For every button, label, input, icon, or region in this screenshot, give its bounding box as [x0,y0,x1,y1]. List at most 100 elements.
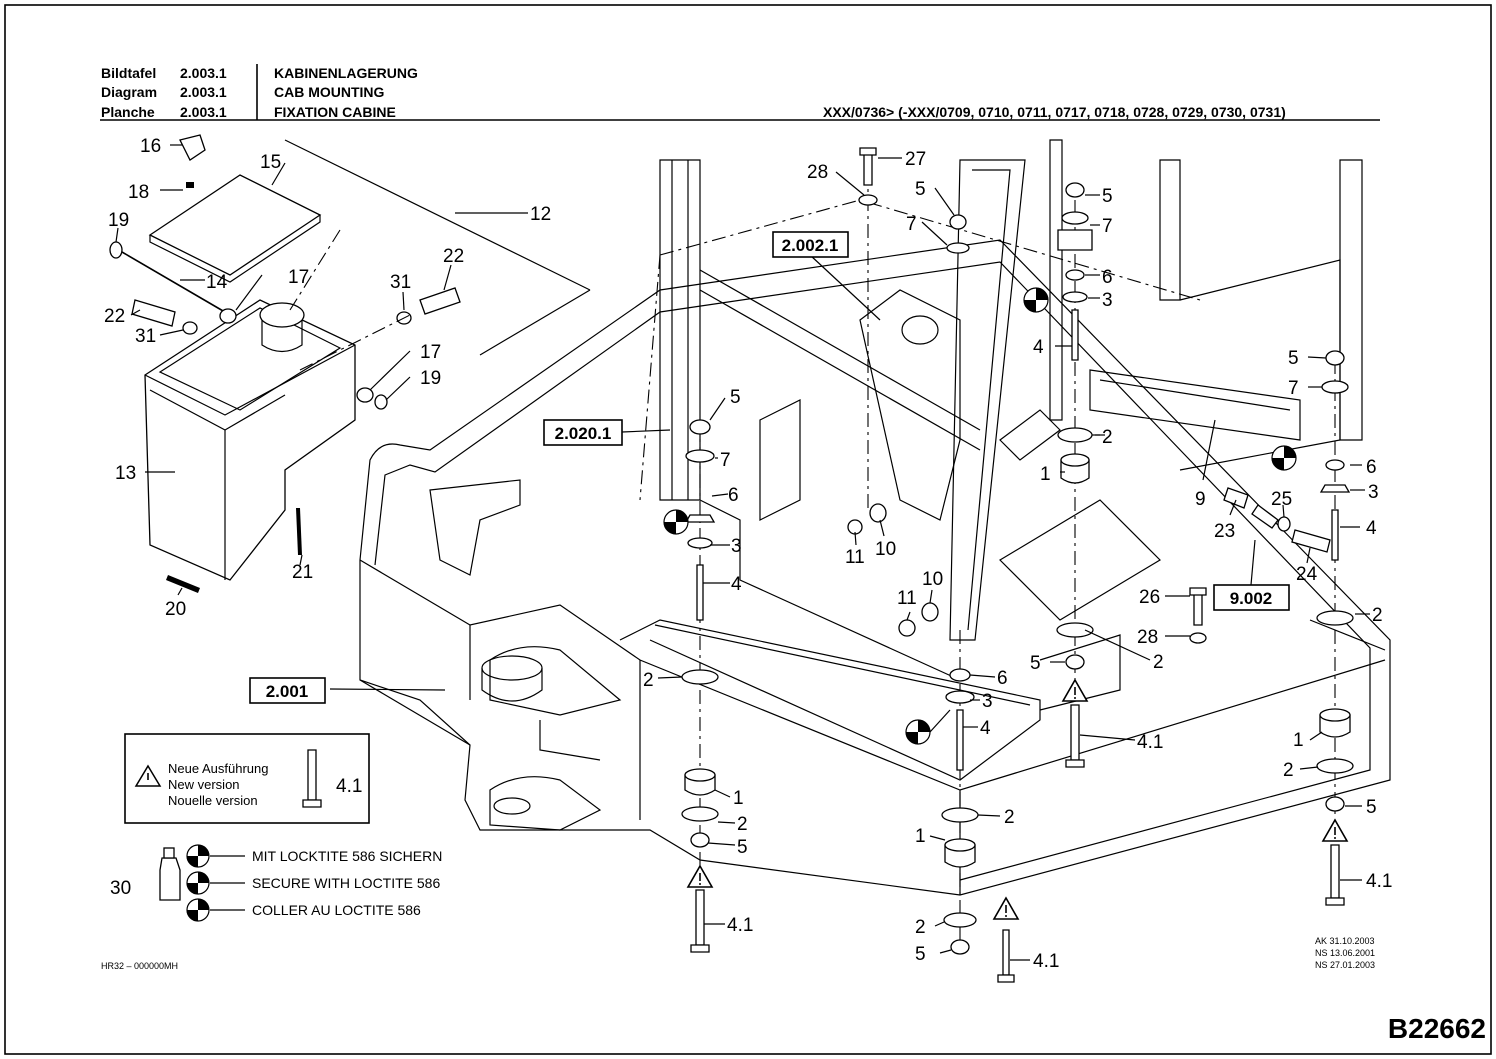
new-version-note: Neue Ausführung New version Nouelle vers… [124,733,370,824]
callout-28: 28 [807,162,828,183]
callout-19: 19 [108,210,129,231]
loctite-text-fr: COLLER AU LOCTITE 586 [252,902,421,918]
revision-3: NS 27.01.2003 [1315,960,1375,970]
ref-box-2001[interactable] [249,677,326,704]
header-title-fr: FIXATION CABINE [274,104,396,120]
callout-3: 3 [731,536,742,557]
callout-1: 1 [915,826,926,847]
callout-27: 27 [905,149,926,170]
header-number-3: 2.003.1 [180,104,227,120]
callout-6: 6 [1102,267,1113,288]
callout-5: 5 [1030,653,1041,674]
note-line-fr: Nouelle version [168,793,258,808]
ref-2002-1-label: 2.002.1 [782,236,839,255]
callout-5: 5 [737,837,748,858]
callout-7: 7 [906,214,917,235]
callout-2: 2 [737,814,748,835]
callout-30: 30 [110,878,131,899]
callout-4-1: 4.1 [1366,871,1392,892]
warning-triangles [686,678,1349,920]
callout-24: 24 [1296,564,1318,585]
callout-3: 3 [1368,482,1379,503]
loctite-legend: 30 MIT LOCKTITE 586 SICHERN SECURE WITH … [110,844,442,922]
callout-16: 16 [140,136,161,157]
ref-2020-1-label: 2.020.1 [555,424,612,443]
callout-23: 23 [1214,521,1235,542]
cab-frame [639,139,1363,681]
ref-box-2002-1[interactable] [772,231,849,258]
base-frame [359,239,1391,896]
note-part-4-1: 4.1 [336,776,362,797]
callout-10: 10 [875,539,896,560]
drawing-frame [4,4,1492,1055]
callout-26: 26 [1139,587,1160,608]
callout-6: 6 [1366,457,1377,478]
callout-11: 11 [897,588,917,609]
callout-11: 11 [845,547,865,568]
callout-7: 7 [720,450,731,471]
callout-4-1: 4.1 [1137,732,1163,753]
callout-18: 18 [128,182,149,203]
callout-14: 14 [206,272,228,293]
callout-7: 7 [1102,216,1113,237]
callout-19: 19 [420,368,441,389]
callout-numbers: 16 15 18 12 19 14 17 22 31 22 31 17 19 1… [104,136,1392,972]
callout-4: 4 [1033,337,1044,358]
callout-28: 28 [1137,627,1158,648]
loctite-text-de: MIT LOCKTITE 586 SICHERN [252,848,442,864]
loctite-markers [663,287,1297,745]
ref-9002-label: 9.002 [1230,589,1273,608]
callout-17: 17 [288,267,309,288]
header-label-1: Bildtafel [101,65,157,81]
ref-box-2020-1[interactable] [543,419,623,446]
callout-17: 17 [420,342,441,363]
callout-20: 20 [165,599,186,620]
serial-range: XXX/0736> (-XXX/0709, 0710, 0711, 0717, … [823,104,1286,120]
callout-5: 5 [1102,186,1113,207]
callout-3: 3 [982,691,993,712]
header-label-3: Planche [101,104,155,120]
callout-2: 2 [643,670,654,691]
footer-code: HR32 – 000000MH [101,961,178,971]
callout-2: 2 [1372,605,1383,626]
mount-stacks [681,147,1354,983]
callout-22: 22 [104,306,125,327]
callout-7: 7 [1288,378,1299,399]
callout-5: 5 [915,944,926,965]
callout-4-1: 4.1 [1033,951,1059,972]
callout-2: 2 [915,917,926,938]
ref-box-9002[interactable] [1213,584,1290,611]
header-number-2: 2.003.1 [180,84,227,100]
callout-22: 22 [443,246,464,267]
leader-lines [115,144,1370,961]
callout-5: 5 [730,387,741,408]
callout-9: 9 [1195,489,1206,510]
callout-6: 6 [728,485,739,506]
callout-4: 4 [980,718,991,739]
callout-15: 15 [260,152,281,173]
drawing-id: B22662 [1387,1013,1486,1044]
callout-2: 2 [1283,760,1294,781]
callout-5: 5 [1288,348,1299,369]
revision-2: NS 13.06.2001 [1315,948,1375,958]
note-line-de: Neue Ausführung [168,761,268,776]
callout-4: 4 [1366,518,1377,539]
header-title-de: KABINENLAGERUNG [274,65,418,81]
callout-31: 31 [135,326,156,347]
loctite-text-en: SECURE WITH LOCTITE 586 [252,875,440,891]
callout-2: 2 [1004,807,1015,828]
ref-2001-label: 2.001 [266,682,309,701]
callout-1: 1 [1040,464,1051,485]
mount-axes [284,139,1336,940]
callout-21: 21 [292,562,313,583]
note-line-en: New version [168,777,240,792]
callout-2: 2 [1102,427,1113,448]
callout-1: 1 [1293,730,1304,751]
callout-10: 10 [922,569,943,590]
callout-2: 2 [1153,652,1164,673]
callout-31: 31 [390,272,411,293]
tank-assembly [109,134,461,593]
callout-6: 6 [997,668,1008,689]
